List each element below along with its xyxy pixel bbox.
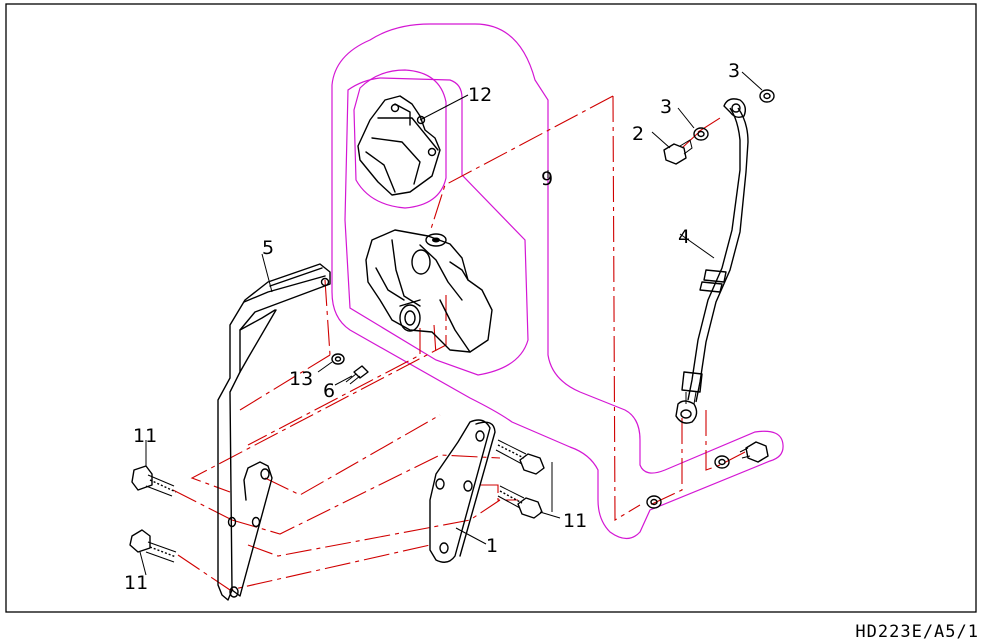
callout-3-middle: 3 xyxy=(660,96,672,118)
callout-11-lower-left: 11 xyxy=(124,572,148,594)
washer-and-screw xyxy=(331,353,369,385)
callout-13: 13 xyxy=(289,368,313,390)
bolts xyxy=(129,439,545,563)
callout-4: 4 xyxy=(678,226,690,248)
drawing-frame xyxy=(5,3,977,613)
callout-1: 1 xyxy=(486,535,498,557)
callout-11-right: 11 xyxy=(563,510,587,532)
leader-lines xyxy=(139,71,763,576)
callouts: 12 9 5 13 6 11 11 11 1 2 3 3 4 xyxy=(124,60,740,594)
banjo-bolt-and-washers xyxy=(646,89,775,509)
callout-9: 9 xyxy=(541,168,553,190)
callout-11-upper-left: 11 xyxy=(133,425,157,447)
kit-outlines xyxy=(331,23,784,540)
bolt-left-upper xyxy=(131,465,177,497)
bolt-left-lower xyxy=(129,529,177,563)
centre-lines xyxy=(172,95,746,591)
callout-3-top: 3 xyxy=(728,60,740,82)
long-bracket xyxy=(217,263,331,601)
callout-5: 5 xyxy=(262,237,274,259)
brake-pads xyxy=(357,95,441,196)
bolt-right-lower xyxy=(497,485,543,519)
callout-6: 6 xyxy=(323,380,335,402)
brake-hose xyxy=(675,98,749,424)
callout-12: 12 xyxy=(468,84,492,106)
drawing-code: HD223E/A5/1 xyxy=(855,622,979,642)
callout-2: 2 xyxy=(632,123,644,145)
small-bracket-plate xyxy=(429,419,496,563)
brake-caliper xyxy=(365,229,493,353)
bolt-right-upper xyxy=(495,439,545,475)
